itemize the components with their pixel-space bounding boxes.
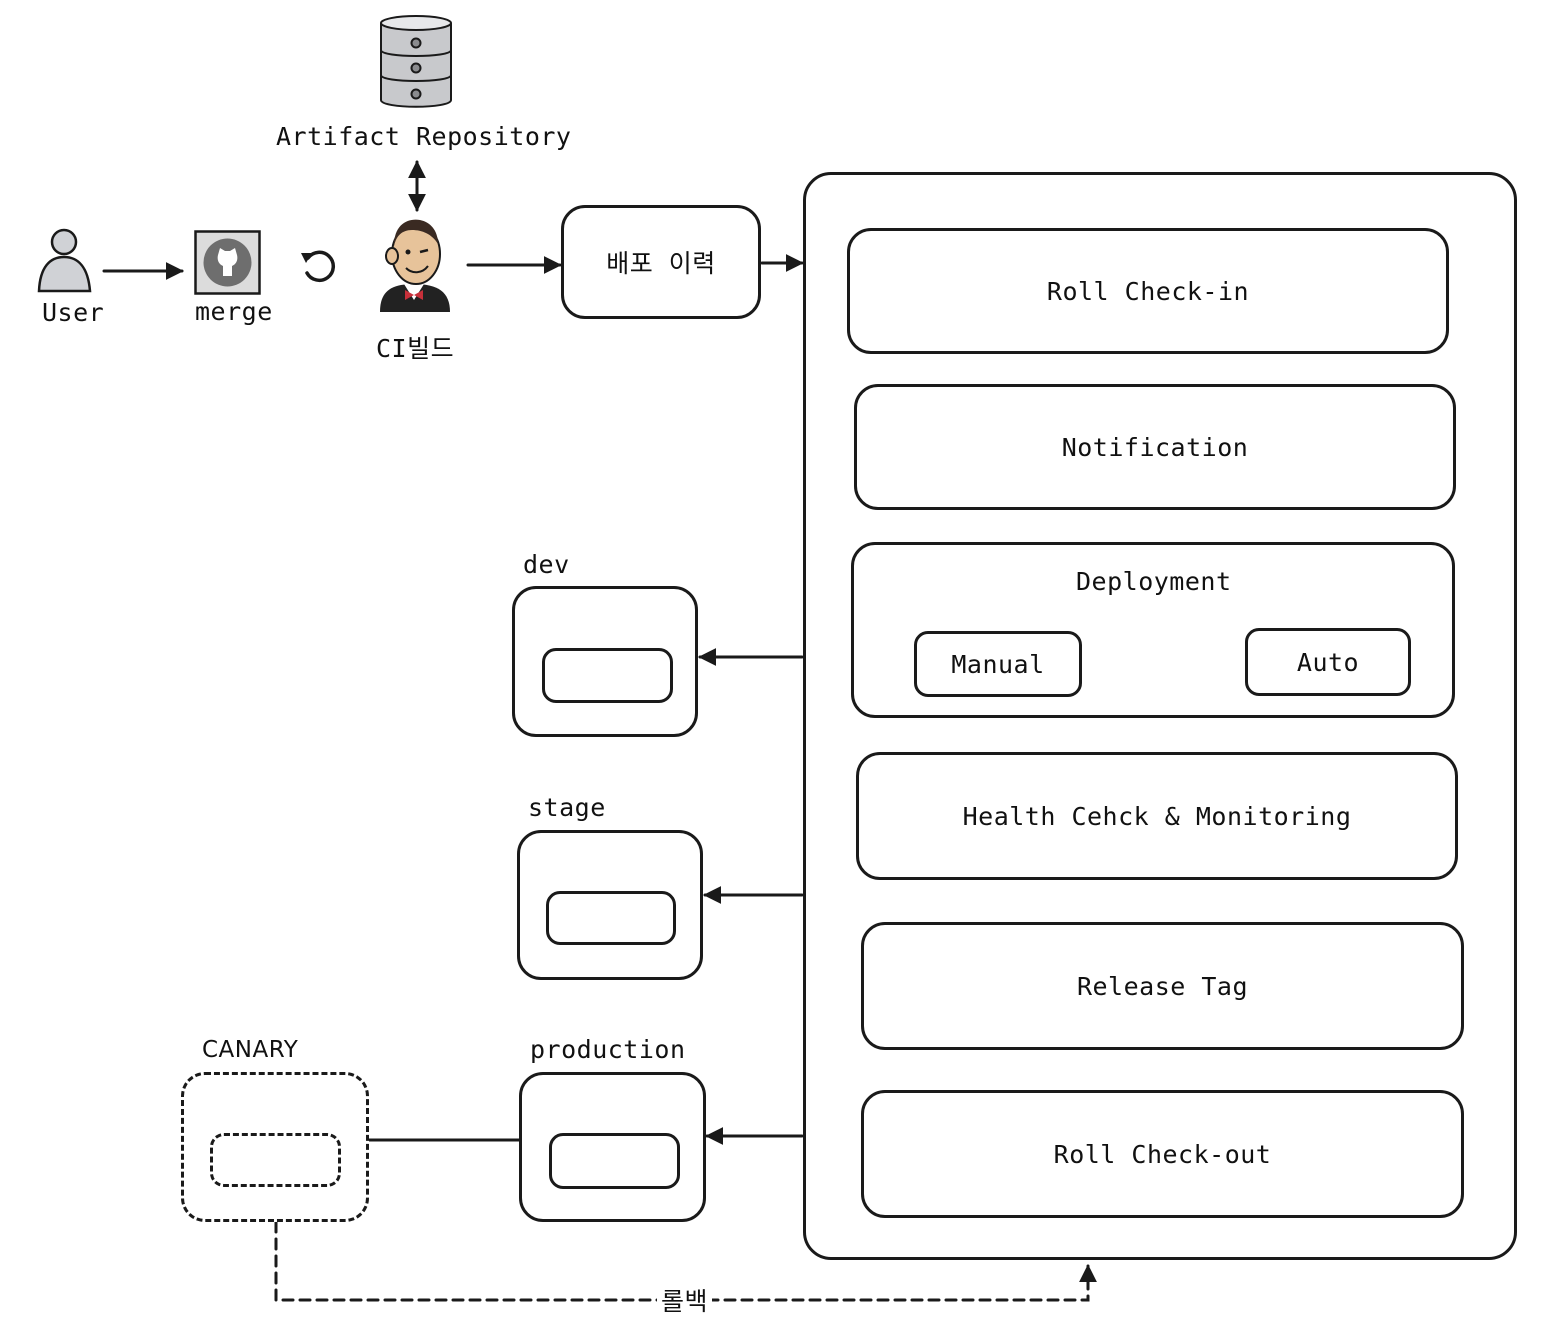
refresh-icon: [301, 250, 336, 283]
artifact-repository-label: Artifact Repository: [276, 122, 572, 151]
deploy-history-label: 배포 이력: [606, 249, 716, 278]
rollback-label: 롤백: [657, 1282, 713, 1318]
release-tag-box: Release Tag: [861, 922, 1464, 1050]
dev-inner-box: [542, 648, 673, 703]
roll-check-out-box: Roll Check-out: [861, 1090, 1464, 1218]
deploy-history-box: 배포 이력: [561, 205, 761, 319]
manual-label: Manual: [951, 649, 1045, 679]
stage-environment: [517, 830, 703, 980]
dev-label: dev: [523, 550, 570, 579]
canary-environment: [181, 1072, 369, 1222]
release-tag-label: Release Tag: [1076, 971, 1249, 1001]
roll-check-in-box: Roll Check-in: [847, 228, 1449, 354]
auto-option: Auto: [1245, 628, 1411, 696]
production-inner-box: [549, 1133, 680, 1189]
jenkins-icon: [380, 219, 450, 312]
canary-label: CANARY: [202, 1037, 299, 1063]
notification-box: Notification: [854, 384, 1456, 510]
user-label: User: [42, 298, 105, 327]
deployment-box: Deployment Manual Auto: [851, 542, 1455, 718]
stage-inner-box: [546, 891, 676, 945]
dev-environment: [512, 586, 698, 737]
stage-label: stage: [528, 793, 606, 822]
github-icon: [194, 230, 261, 295]
production-environment: [519, 1072, 706, 1222]
merge-label: merge: [195, 297, 273, 326]
health-check-box: Health Cehck & Monitoring: [856, 752, 1458, 880]
deployment-title: Deployment: [1076, 567, 1232, 596]
canary-inner-box: [210, 1133, 341, 1187]
health-check-label: Health Cehck & Monitoring: [962, 801, 1352, 831]
user-icon: [37, 228, 92, 293]
roll-check-in-label: Roll Check-in: [1046, 276, 1250, 306]
database-icon: [380, 15, 452, 108]
manual-option: Manual: [914, 631, 1082, 697]
ci-build-label: CI빌드: [376, 334, 455, 363]
notification-label: Notification: [1061, 432, 1249, 462]
roll-check-out-label: Roll Check-out: [1053, 1139, 1272, 1169]
auto-label: Auto: [1296, 647, 1360, 677]
production-label: production: [530, 1035, 686, 1064]
